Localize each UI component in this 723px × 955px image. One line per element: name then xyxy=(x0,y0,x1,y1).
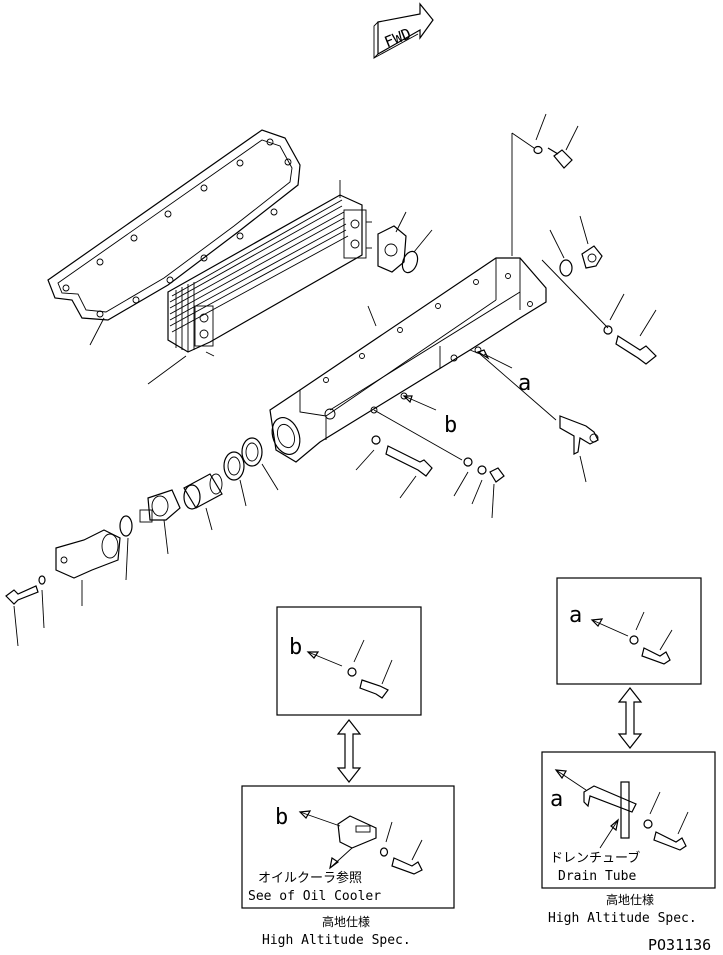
valve-sleeve xyxy=(183,473,223,531)
see-oil-cooler-en: See of Oil Cooler xyxy=(248,889,381,904)
cooler-cover-housing xyxy=(269,257,547,463)
high-altitude-jp-left: 高地仕様 xyxy=(322,914,370,929)
drawing-number: PO31136 xyxy=(648,936,711,954)
inset-a-top: a xyxy=(556,577,702,685)
drain-tube-jp: ドレンチューブ xyxy=(550,850,640,866)
washer-bolt-right xyxy=(603,293,657,365)
washer-bolt-center xyxy=(355,435,433,499)
inset-a-bottom: a ドレンチューブ Drain Tube xyxy=(541,751,716,889)
ref-label-a-inset-top: a xyxy=(569,603,582,628)
high-altitude-en-right: High Altitude Spec. xyxy=(548,911,697,926)
inset-b-top: b xyxy=(276,606,422,716)
ref-label-b-inset-top: b xyxy=(289,635,302,660)
washer-nut-center-right xyxy=(373,409,505,519)
double-arrow-right xyxy=(617,687,643,749)
seal-rings xyxy=(223,437,279,507)
ref-label-b-inset-bottom: b xyxy=(275,805,288,830)
ref-label-a-inset-bottom: a xyxy=(550,787,563,812)
valve-element xyxy=(139,489,181,555)
inset-b-bottom: b オイルクーラ参照 See of Oil Cooler xyxy=(241,785,455,909)
gasket-holes xyxy=(62,138,292,318)
leader-lines-top-right xyxy=(511,132,609,329)
fwd-arrow: FWD xyxy=(373,2,434,60)
cooler-gasket xyxy=(47,129,301,346)
high-altitude-en-left: High Altitude Spec. xyxy=(262,933,411,948)
washer-bolt-left xyxy=(5,575,46,647)
oring-left xyxy=(119,515,133,581)
ref-label-a-main: a xyxy=(518,371,531,396)
double-arrow-middle xyxy=(336,719,362,783)
end-cover xyxy=(55,529,121,606)
plug-oring-right xyxy=(549,215,603,277)
fwd-label: FWD xyxy=(382,25,414,52)
small-gasket-oring xyxy=(377,211,433,274)
see-oil-cooler-jp: オイルクーラ参照 xyxy=(258,870,362,886)
oil-cooler-element xyxy=(147,180,372,385)
washer-bolt-top-right xyxy=(533,113,579,169)
high-altitude-jp-right: 高地仕様 xyxy=(606,892,654,907)
ref-label-b-main: b xyxy=(444,413,457,438)
drain-tube-assembly: a xyxy=(469,349,599,483)
ref-b-main: b xyxy=(402,395,457,438)
drain-tube-en: Drain Tube xyxy=(558,869,636,884)
